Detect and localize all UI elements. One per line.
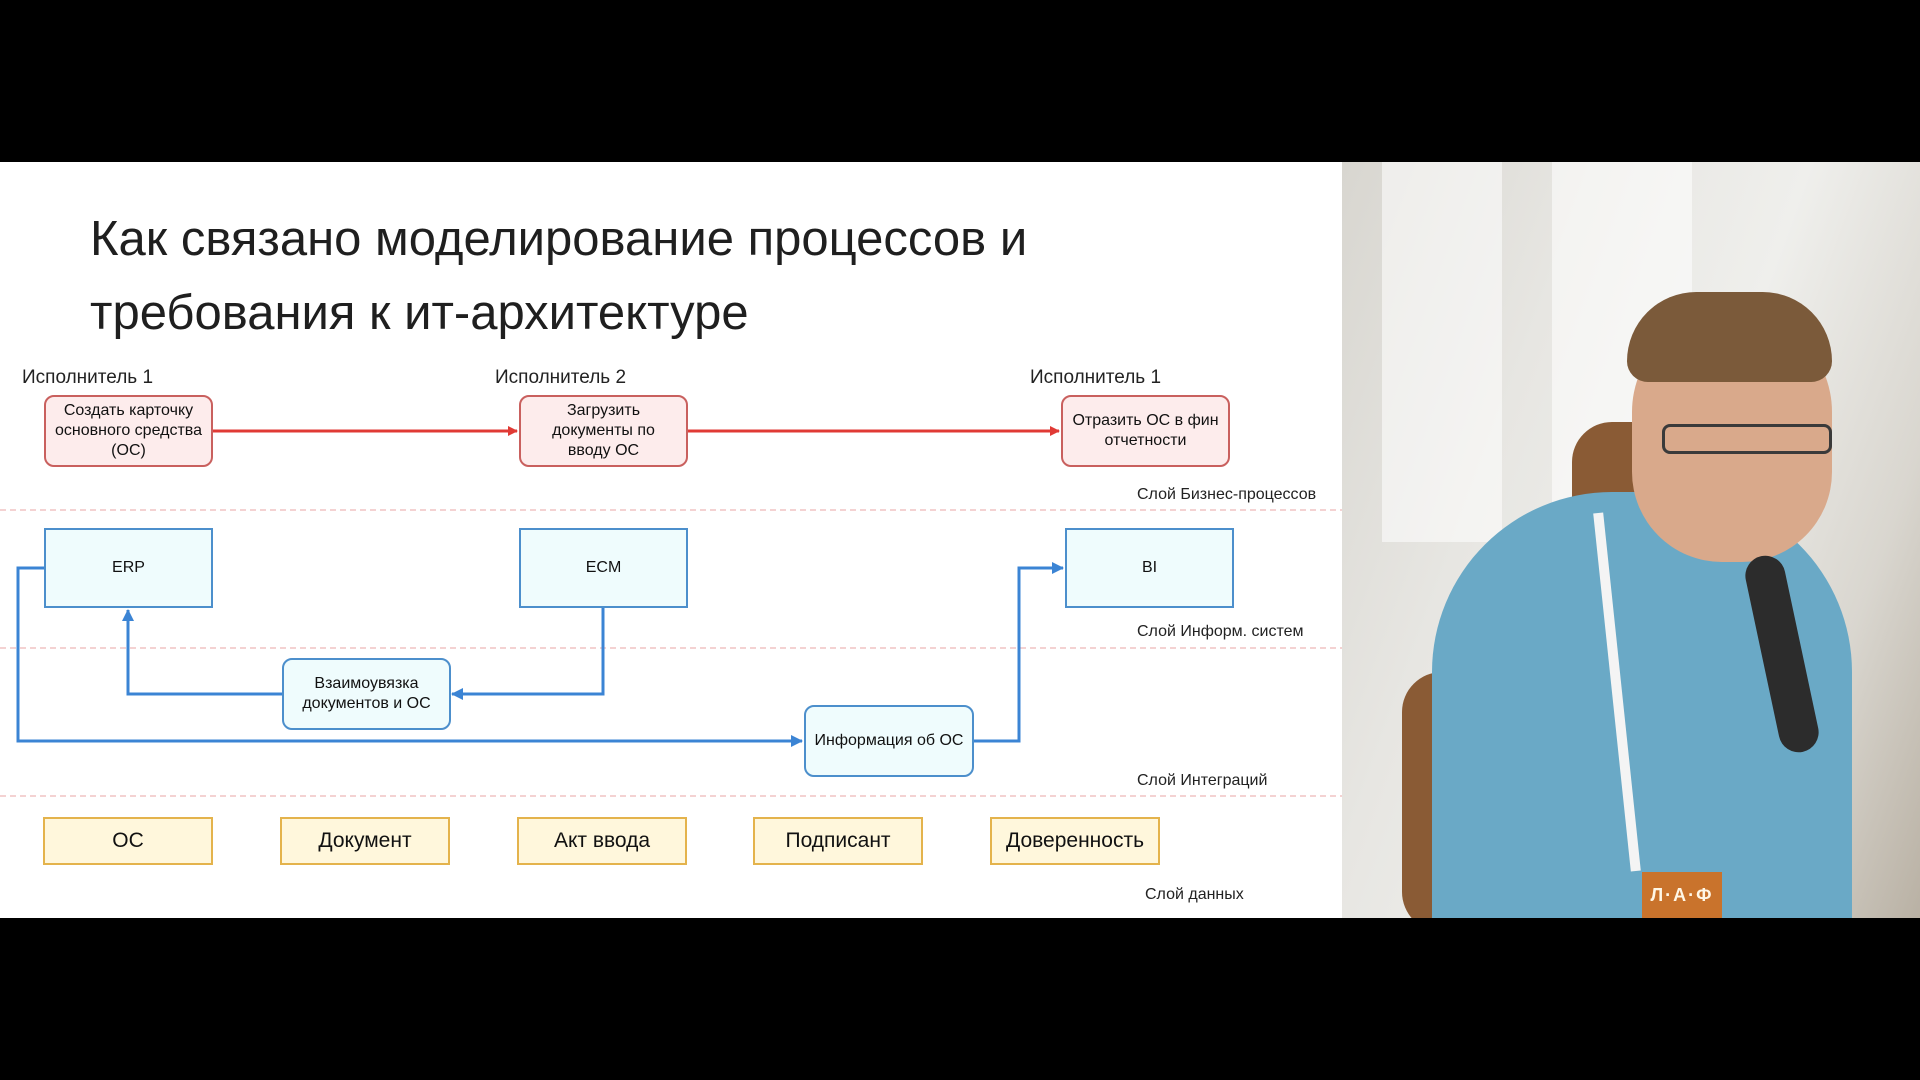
background-window: [1382, 162, 1502, 542]
data-entity-signatory: Подписант: [753, 817, 923, 865]
diagram-connectors: [0, 426, 1342, 797]
data-entity-power-of-attorney: Доверенность: [990, 817, 1160, 865]
performer-label-2: Исполнитель 2: [495, 367, 627, 388]
system-node-ecm: ECM: [519, 528, 688, 608]
layer-label-data: Слой данных: [1145, 886, 1244, 903]
system-node-bi: BI: [1065, 528, 1234, 608]
presentation-slide: Как связано моделирование процессов и тр…: [0, 162, 1342, 918]
performer-label-3: Исполнитель 1: [1030, 367, 1162, 388]
data-entity-commissioning-act: Акт ввода: [517, 817, 687, 865]
arrow-info-to-bi: [974, 562, 1064, 743]
speaker-hair: [1627, 292, 1832, 382]
arrow-erp-to-info: [16, 566, 803, 747]
integration-node-link-docs: Взаимоувязка документов и ОС: [282, 658, 451, 730]
data-entity-document: Документ: [280, 817, 450, 865]
system-node-erp: ERP: [44, 528, 213, 608]
conference-badge: Л·А·Ф: [1642, 872, 1722, 918]
arrow-link-to-erp: [122, 609, 282, 696]
slide-title-line-2: требования к ит-архитектуре: [90, 286, 749, 340]
speaker-glasses: [1662, 424, 1832, 454]
layer-label-business: Слой Бизнес-процессов: [1137, 486, 1317, 503]
process-node-report: Отразить ОС в фин отчетности: [1061, 395, 1230, 467]
process-node-create-card: Создать карточку основного средства (ОС): [44, 395, 213, 467]
slide-title-line-1: Как связано моделирование процессов и: [90, 212, 1028, 266]
speaker-video: Л·А·Ф: [1342, 162, 1920, 918]
data-entity-os: ОС: [43, 817, 213, 865]
performer-label-1: Исполнитель 1: [22, 367, 154, 388]
layer-label-integration: Слой Интеграций: [1137, 772, 1268, 789]
layer-label-systems: Слой Информ. систем: [1137, 623, 1304, 640]
arrow-ecm-to-link: [451, 608, 605, 700]
integration-node-asset-info: Информация об ОС: [804, 705, 974, 777]
slide-title: Как связано моделирование процессов и тр…: [90, 202, 1290, 350]
process-node-upload-docs: Загрузить документы по вводу ОС: [519, 395, 688, 467]
